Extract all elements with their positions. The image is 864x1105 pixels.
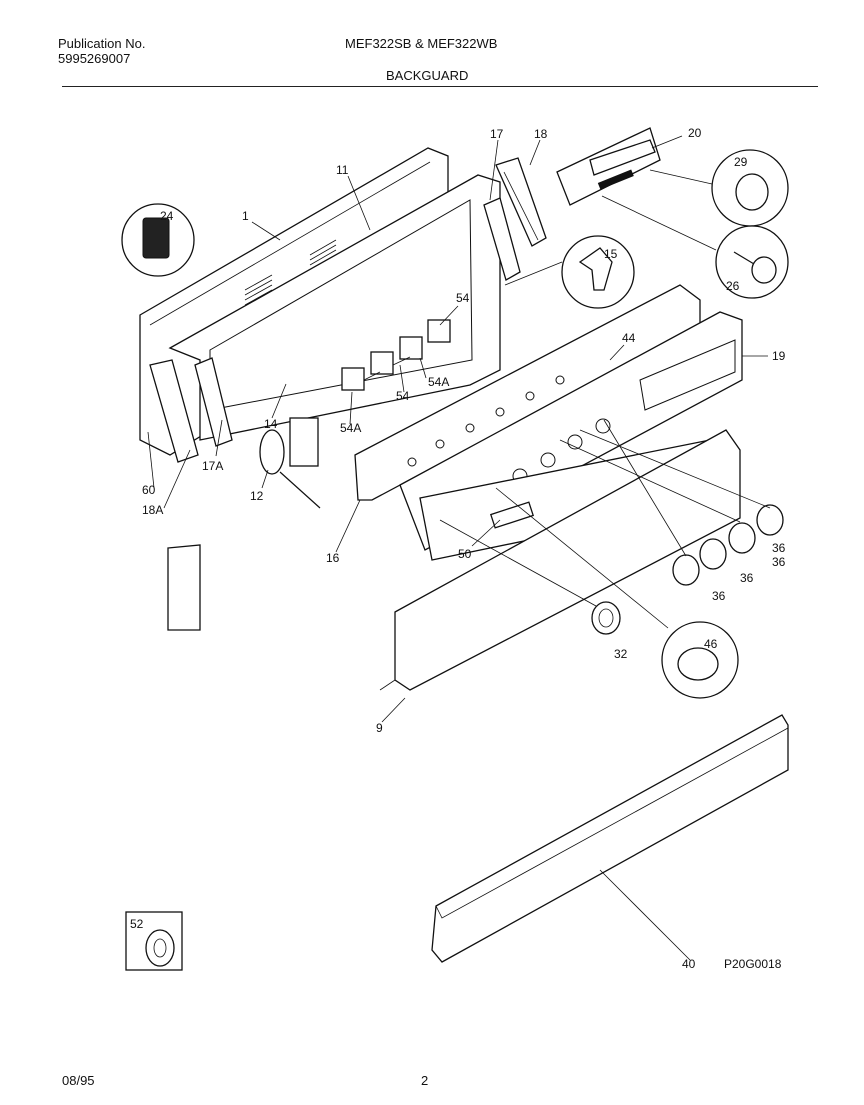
callout-54A-left: 54A [340, 421, 361, 435]
footer-date: 08/95 [62, 1073, 95, 1088]
callout-36-b: 36 [772, 555, 786, 569]
callout-54A-right: 54A [428, 375, 449, 389]
callout-1: 1 [242, 209, 249, 223]
front-trim [379, 429, 741, 691]
section-title: BACKGUARD [386, 68, 469, 83]
right-side-trim [483, 157, 547, 281]
callout-36-c: 36 [740, 571, 754, 585]
oven-knob [591, 601, 621, 635]
callout-54-top: 54 [456, 291, 470, 305]
detail-inset-52 [125, 911, 183, 971]
callout-20: 20 [688, 126, 702, 140]
callout-18: 18 [534, 127, 548, 141]
detail-inset-24 [121, 203, 195, 277]
callout-26: 26 [726, 279, 740, 293]
leader-lines [147, 135, 771, 961]
panel-lens [419, 439, 723, 561]
callout-11: 11 [336, 163, 349, 177]
page-number: 2 [421, 1073, 429, 1088]
callout-14: 14 [264, 417, 278, 431]
callout-32: 32 [614, 647, 628, 661]
callout-16: 16 [326, 551, 340, 565]
surface-knobs [672, 504, 784, 586]
callout-29: 29 [734, 155, 748, 169]
callout-50: 50 [458, 547, 472, 561]
drawing-code: P20G0018 [724, 957, 782, 971]
callout-17: 17 [490, 127, 504, 141]
thermostat [259, 417, 321, 509]
callout-46: 46 [704, 637, 718, 651]
selector-switch-bracket [556, 127, 661, 206]
header-rule [62, 86, 818, 87]
callout-19: 19 [772, 349, 786, 363]
callout-labels: 1 11 17 18 20 24 29 26 15 54 54 54A 54A … [130, 126, 786, 971]
callout-36-a: 36 [772, 541, 786, 555]
callout-44: 44 [622, 331, 636, 345]
callout-60: 60 [142, 483, 156, 497]
callout-24: 24 [160, 209, 174, 223]
callout-18A: 18A [142, 503, 163, 517]
model-numbers: MEF322SB & MEF322WB [345, 36, 498, 51]
callout-9: 9 [376, 721, 383, 735]
left-side-trim [149, 357, 233, 631]
callout-52: 52 [130, 917, 144, 931]
detail-inset-26 [715, 225, 789, 299]
callout-17A: 17A [202, 459, 223, 473]
infinite-switches [341, 319, 451, 391]
detail-inset-46 [661, 621, 739, 699]
detail-inset-15 [561, 235, 635, 309]
callout-36-d: 36 [712, 589, 726, 603]
publication-label: Publication No. [58, 36, 146, 51]
callout-15: 15 [604, 247, 618, 261]
bottom-trim [431, 714, 789, 963]
publication-number: 5995269007 [58, 51, 131, 66]
detail-inset-29 [711, 149, 789, 227]
callout-54-mid: 54 [396, 389, 410, 403]
callout-40: 40 [682, 957, 696, 971]
callout-12: 12 [250, 489, 264, 503]
